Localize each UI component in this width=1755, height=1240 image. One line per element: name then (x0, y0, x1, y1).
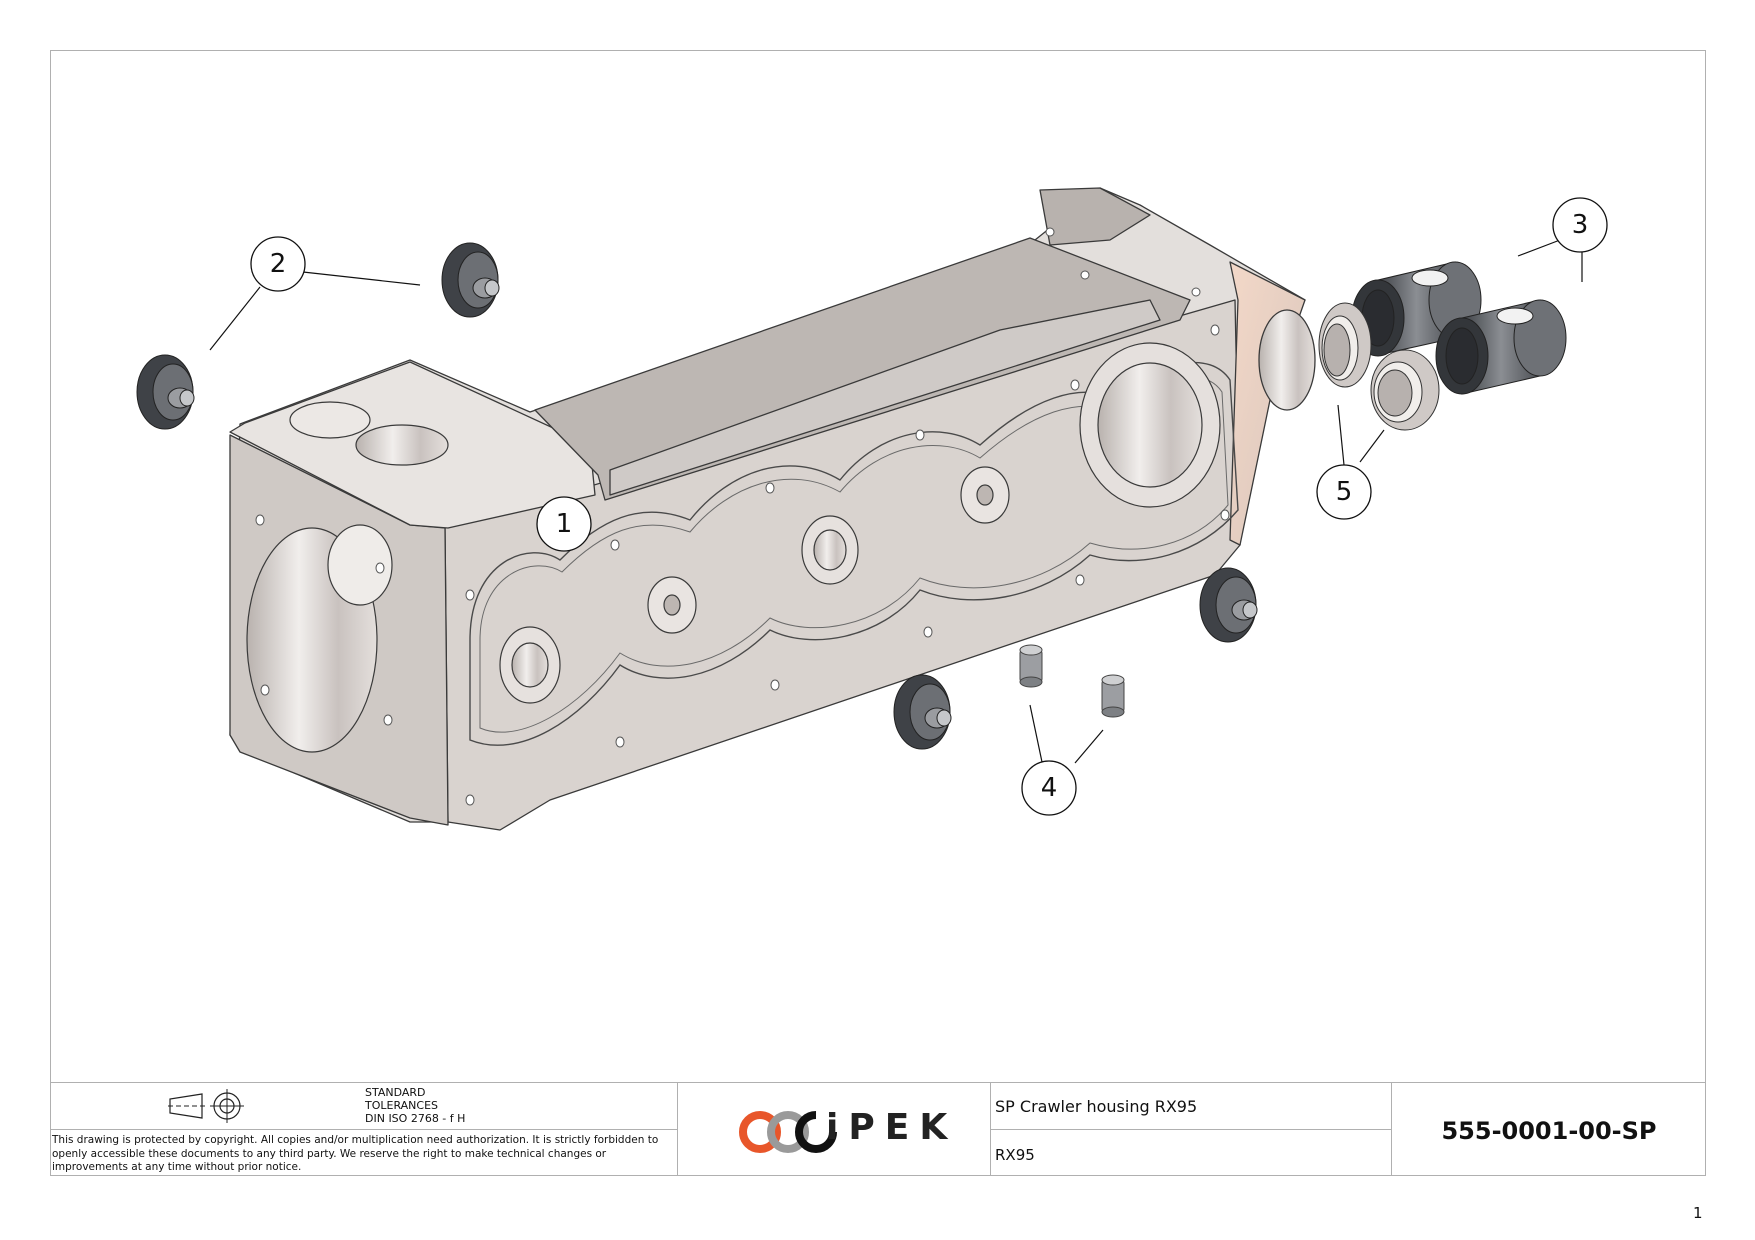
housing-right-bore (1258, 309, 1316, 411)
front-face-bores (499, 342, 1221, 704)
sleeve-part-3-b (1435, 299, 1567, 395)
page-number: 1 (1693, 1204, 1703, 1222)
balloon-2-label: 2 (270, 249, 287, 279)
set-screw-part-4-b (1101, 674, 1125, 718)
drawing-number-cell: 555-0001-00-SP (1391, 1083, 1705, 1176)
drawing-name-cell: SP Crawler housing RX95 (991, 1083, 1391, 1130)
set-screw-part-4-a (1019, 644, 1043, 688)
balloon-5-label: 5 (1336, 477, 1353, 507)
housing-screw-holes (255, 227, 1230, 806)
cap-lower-right (1199, 567, 1258, 643)
projection-symbol-icon (168, 1089, 244, 1123)
tolerance-standard-text: STANDARD TOLERANCES DIN ISO 2768 - f H (365, 1086, 466, 1125)
leader-lines (209, 239, 1583, 764)
bearing-part-5-a (1318, 302, 1372, 388)
balloon-5: 5 (1316, 464, 1372, 520)
balloon-3: 3 (1552, 197, 1608, 253)
balloon-1: 1 (536, 496, 592, 552)
left-end-bores (246, 401, 449, 753)
drawing-name: SP Crawler housing RX95 (995, 1097, 1198, 1116)
balloon-1-label: 1 (556, 509, 573, 539)
ipek-logo-icon (739, 1111, 837, 1153)
copyright-notice: This drawing is protected by copyright. … (52, 1134, 659, 1173)
bearing-part-5-b (1370, 349, 1440, 431)
title-block: STANDARD TOLERANCES DIN ISO 2768 - f H T… (50, 1082, 1706, 1176)
balloon-2: 2 (250, 236, 306, 292)
cap-part-2-b (136, 354, 195, 430)
housing-gasket-outline (469, 361, 1239, 746)
balloon-3-label: 3 (1572, 210, 1589, 240)
balloon-4-label: 4 (1041, 773, 1058, 803)
logo-wordmark: iPEK (826, 1107, 958, 1148)
housing-cavity-floor (609, 299, 1161, 496)
housing-cavity (534, 237, 1191, 501)
cap-lower-middle (893, 674, 952, 750)
cap-part-2-a (441, 242, 500, 318)
tolerance-cell: STANDARD TOLERANCES DIN ISO 2768 - f H (50, 1083, 677, 1130)
drawing-number: 555-0001-00-SP (1441, 1117, 1657, 1145)
company-logo-cell: iPEK (677, 1083, 991, 1176)
model-name: RX95 (995, 1146, 1035, 1164)
drawing-sheet-border (50, 50, 1706, 1176)
balloon-4: 4 (1021, 760, 1077, 816)
model-cell: RX95 (991, 1130, 1391, 1176)
crawler-housing (229, 187, 1316, 831)
